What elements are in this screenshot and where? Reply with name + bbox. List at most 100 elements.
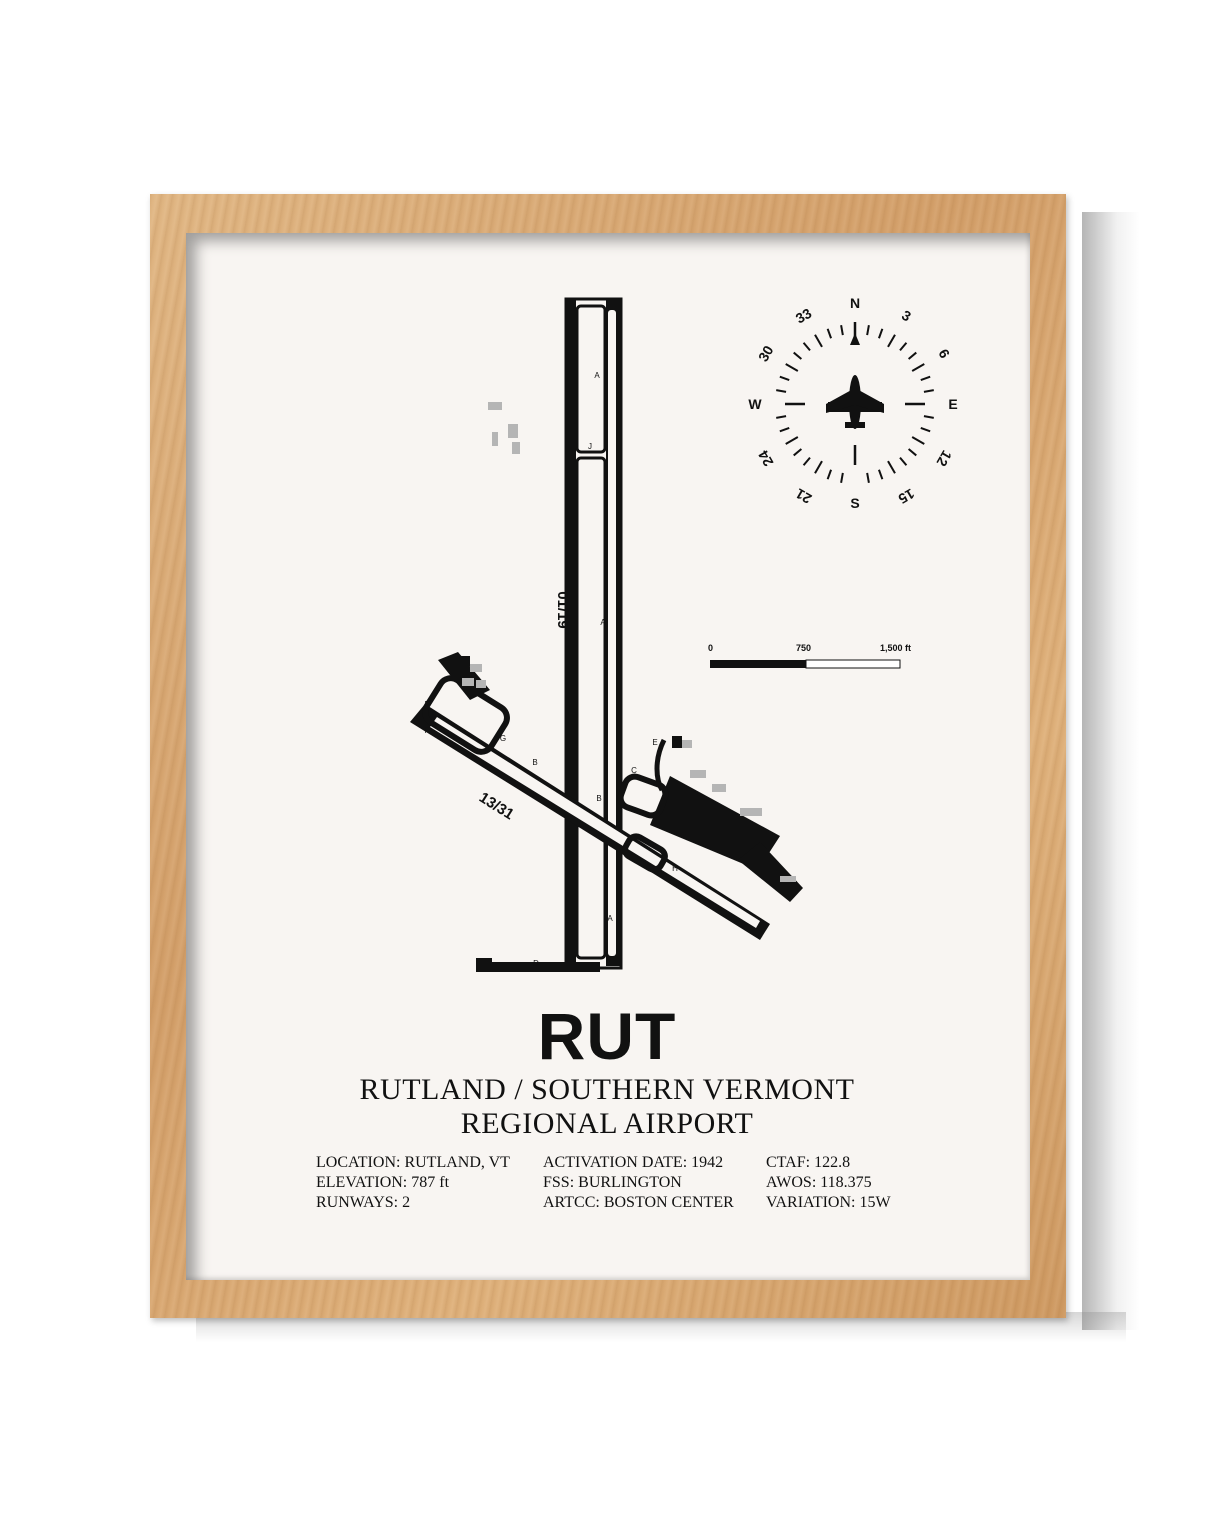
airport-code: RUT bbox=[537, 999, 677, 1073]
building-nw-2 bbox=[508, 424, 518, 438]
hangar-west-1 bbox=[456, 656, 470, 666]
info-column-1: LOCATION: RUTLAND, VT ELEVATION: 787 ft … bbox=[316, 1153, 510, 1213]
compass-e: E bbox=[948, 396, 957, 412]
compass-tick bbox=[907, 448, 917, 457]
compass-tick bbox=[793, 351, 803, 360]
airplane-icon bbox=[826, 375, 884, 429]
taxiway-label: G bbox=[500, 734, 506, 743]
compass-tick bbox=[920, 375, 931, 381]
hangar-west-4 bbox=[476, 680, 486, 688]
compass-tick bbox=[866, 325, 870, 336]
info-elevation: ELEVATION: 787 ft bbox=[316, 1174, 450, 1191]
taxiway-label: B bbox=[596, 794, 601, 803]
apron-east bbox=[650, 776, 780, 870]
compass-tick bbox=[878, 469, 884, 480]
hangar-east-3 bbox=[740, 808, 762, 816]
scale-label-1500: 1,500 ft bbox=[880, 643, 911, 653]
airport-name-line1: RUTLAND / SOUTHERN VERMONT bbox=[359, 1073, 855, 1106]
compass-tick bbox=[802, 342, 811, 352]
runway-label-13-31: 13/31 bbox=[476, 789, 517, 823]
airport-name-line2: REGIONAL AIRPORT bbox=[460, 1107, 754, 1140]
compass-tick bbox=[840, 472, 844, 483]
taxiway-d bbox=[476, 958, 600, 972]
building-nw-3 bbox=[492, 432, 498, 446]
taxiway-a-inner bbox=[608, 310, 616, 956]
hangar-east-2 bbox=[712, 784, 726, 792]
compass-tick bbox=[793, 448, 803, 457]
compass-3: 3 bbox=[899, 307, 914, 325]
info-runways: RUNWAYS: 2 bbox=[316, 1194, 411, 1211]
compass-tick bbox=[866, 472, 870, 483]
taxiway-label: B bbox=[532, 758, 537, 767]
compass-15: 15 bbox=[896, 486, 918, 508]
compass-tick bbox=[840, 325, 844, 336]
compass-rose: N E S W 3 6 12 15 21 24 30 33 bbox=[748, 295, 957, 511]
taxiway-label: J bbox=[588, 442, 592, 451]
compass-tick bbox=[826, 328, 832, 339]
compass-tick bbox=[887, 460, 896, 474]
compass-tick bbox=[814, 460, 823, 474]
taxiway-h bbox=[622, 833, 668, 873]
hangar-east-4 bbox=[780, 876, 796, 882]
compass-tick bbox=[911, 363, 925, 372]
scale-label-750: 750 bbox=[796, 643, 811, 653]
apron-east-2 bbox=[738, 842, 803, 902]
frame-shadow bbox=[1082, 212, 1140, 1330]
hangar-west-2 bbox=[470, 664, 482, 672]
info-location: LOCATION: RUTLAND, VT bbox=[316, 1154, 510, 1171]
taxiway-label: A bbox=[607, 914, 613, 923]
compass-tick bbox=[907, 351, 917, 360]
taxiway-label: F bbox=[425, 726, 430, 735]
taxiway-c bbox=[617, 773, 669, 819]
compass-tick bbox=[887, 334, 896, 348]
info-column-3: CTAF: 122.8 AWOS: 118.375 VARIATION: 15W bbox=[766, 1153, 891, 1213]
compass-tick bbox=[878, 328, 884, 339]
info-awos: AWOS: 118.375 bbox=[766, 1174, 872, 1191]
compass-tick bbox=[911, 436, 925, 445]
info-column-2: ACTIVATION DATE: 1942 FSS: BURLINGTON AR… bbox=[543, 1153, 734, 1213]
compass-w: W bbox=[748, 396, 762, 412]
taxiway-label: D bbox=[533, 959, 539, 968]
compass-tick bbox=[785, 436, 799, 445]
compass-tick bbox=[779, 375, 790, 381]
info-activation-date: ACTIVATION DATE: 1942 bbox=[543, 1154, 724, 1171]
runway-01-19-surface bbox=[567, 300, 576, 967]
compass-12: 12 bbox=[933, 448, 955, 470]
compass-tick bbox=[802, 456, 811, 466]
compass-tick bbox=[899, 342, 908, 352]
compass-s: S bbox=[850, 495, 859, 511]
hangar-e-1 bbox=[672, 736, 682, 748]
info-artcc: ARTCC: BOSTON CENTER bbox=[543, 1194, 734, 1211]
compass-tick bbox=[923, 389, 934, 393]
compass-30: 30 bbox=[755, 343, 777, 365]
compass-21: 21 bbox=[793, 485, 815, 507]
compass-tick bbox=[776, 389, 787, 393]
hangar-e-2 bbox=[682, 740, 692, 748]
compass-tick bbox=[814, 334, 823, 348]
compass-tick bbox=[776, 415, 787, 419]
parallel-taxiway-a-lower bbox=[575, 456, 607, 960]
compass-tick bbox=[899, 456, 908, 466]
taxiway-label: A bbox=[600, 618, 606, 627]
scale-label-0: 0 bbox=[708, 643, 713, 653]
building-nw-4 bbox=[512, 442, 520, 454]
building-nw-1 bbox=[488, 402, 502, 410]
info-variation: VARIATION: 15W bbox=[766, 1194, 891, 1211]
taxiway-label: E bbox=[652, 738, 657, 747]
compass-24: 24 bbox=[755, 448, 777, 470]
compass-n: N bbox=[850, 295, 860, 311]
compass-tick bbox=[779, 427, 790, 433]
hangar-east-1 bbox=[690, 770, 706, 778]
parallel-taxiway-a-upper bbox=[575, 304, 607, 454]
taxiway-label: A bbox=[594, 371, 600, 380]
taxiway-label: C bbox=[631, 766, 637, 775]
runway-13-31-inner bbox=[430, 717, 760, 928]
info-ctaf: CTAF: 122.8 bbox=[766, 1154, 851, 1171]
compass-6: 6 bbox=[935, 346, 953, 361]
hangar-west-3 bbox=[462, 678, 474, 686]
info-fss: FSS: BURLINGTON bbox=[543, 1174, 682, 1191]
compass-tick bbox=[923, 415, 934, 419]
compass-tick bbox=[785, 363, 799, 372]
compass-tick bbox=[920, 427, 931, 433]
